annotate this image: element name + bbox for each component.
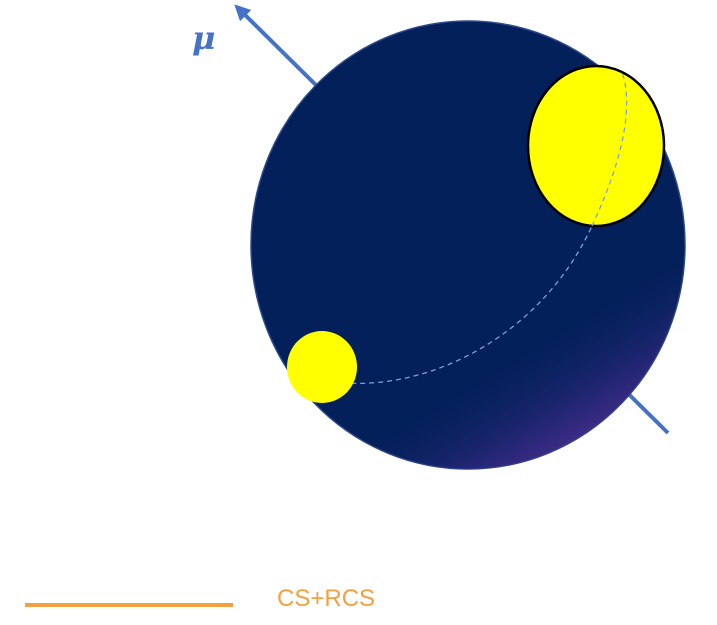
star-spot-small [287,331,357,403]
legend-label: CS+RCS [277,585,376,612]
star-spot-large [526,64,666,228]
spot-latitude-path-front [591,71,628,227]
legend-line-swatch [25,603,233,607]
legend: CS+RCS [0,585,717,625]
axis-label-mu: μ [192,19,216,57]
